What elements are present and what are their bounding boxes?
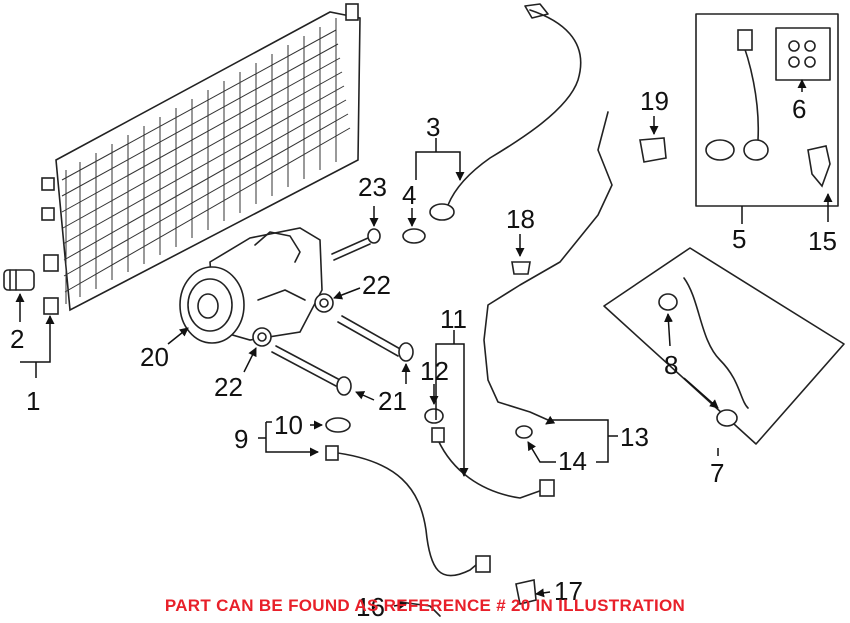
callout-labels: 1 2 3 4 5 6 7 8 9 10 11 12 13 14 15 16 1… — [10, 86, 837, 622]
group-box-7 — [603, 247, 845, 445]
leader-lines — [15, 79, 833, 610]
o-ring-4 — [402, 228, 426, 244]
callout-10: 10 — [274, 410, 303, 440]
group-box-5 — [695, 13, 839, 207]
clip-17 — [515, 579, 537, 605]
callout-15: 15 — [808, 226, 837, 256]
cap-19 — [639, 137, 667, 163]
callout-16: 16 — [356, 592, 385, 622]
callout-1: 1 — [26, 386, 40, 416]
pressure-switch — [3, 269, 35, 291]
callout-5: 5 — [732, 224, 746, 254]
hose-3 — [429, 3, 582, 221]
seal-22-lower — [252, 327, 272, 347]
bolt-23 — [331, 228, 381, 261]
clip-16 — [399, 601, 441, 617]
o-ring-12 — [424, 408, 444, 424]
hose-9 — [325, 445, 491, 577]
seal-22-upper — [314, 293, 334, 313]
callout-22-upper: 22 — [362, 270, 391, 300]
o-ring-14 — [515, 425, 533, 439]
callout-19: 19 — [640, 86, 669, 116]
bracket-15 — [807, 145, 831, 188]
callout-11: 11 — [440, 304, 467, 334]
bolt-21-upper — [337, 315, 414, 362]
hose-11 — [431, 111, 613, 499]
bolt-21-lower — [271, 345, 352, 396]
condenser-fins — [61, 18, 351, 304]
callout-18: 18 — [506, 204, 535, 234]
callout-20: 20 — [140, 342, 169, 372]
callout-22-lower: 22 — [214, 372, 243, 402]
callout-8: 8 — [664, 350, 678, 380]
callout-6: 6 — [792, 94, 806, 124]
callout-3: 3 — [426, 112, 440, 142]
reference-banner: PART CAN BE FOUND AS REFERENCE # 20 IN I… — [164, 596, 686, 615]
callout-12: 12 — [420, 356, 449, 386]
callout-9: 9 — [234, 424, 248, 454]
o-ring-10 — [325, 417, 351, 433]
valve-18 — [511, 261, 531, 275]
condenser — [41, 3, 361, 315]
callout-17: 17 — [554, 576, 583, 606]
callout-2: 2 — [10, 324, 24, 354]
callout-13: 13 — [620, 422, 649, 452]
compressor — [179, 227, 323, 344]
callout-7: 7 — [710, 458, 724, 488]
callout-23: 23 — [358, 172, 387, 202]
callout-21: 21 — [378, 386, 407, 416]
callout-4: 4 — [402, 180, 416, 210]
callout-14: 14 — [558, 446, 587, 476]
